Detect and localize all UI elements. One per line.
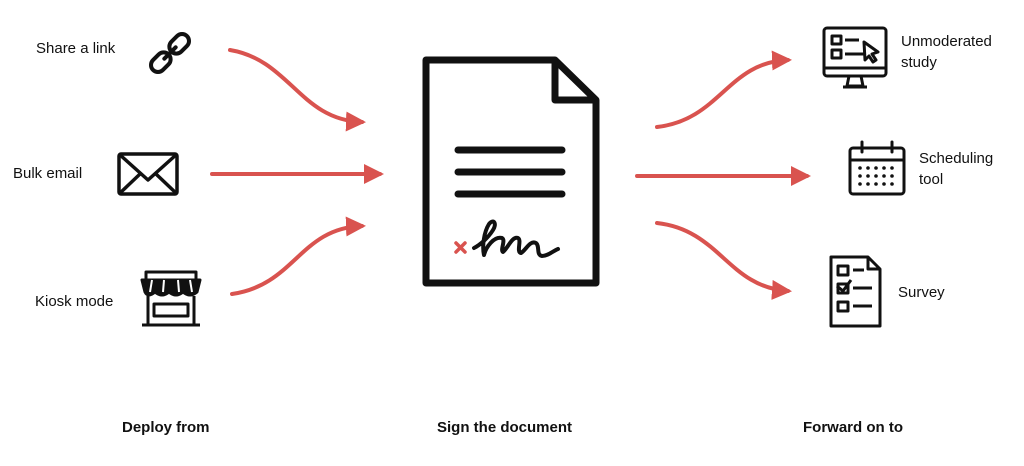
source-label-bulk-email: Bulk email — [13, 165, 83, 182]
signed-document-icon — [422, 56, 600, 287]
source-label-kiosk-mode: Kiosk mode — [35, 293, 114, 310]
arrow-share-to-doc — [228, 48, 366, 132]
destination-label-line2: study — [901, 54, 937, 71]
chain-link-icon — [148, 31, 192, 75]
arrow-doc-to-study — [655, 50, 792, 129]
caption-forward-on-to: Forward on to — [803, 419, 903, 436]
destination-label-line2: tool — [919, 171, 944, 188]
calendar-icon — [848, 140, 906, 196]
caption-sign-the-document: Sign the document — [437, 419, 572, 436]
destination-label-survey: Survey — [898, 284, 945, 301]
destination-label-scheduling-tool: Scheduling tool — [919, 148, 993, 190]
checklist-icon — [829, 255, 882, 328]
envelope-icon — [117, 152, 179, 196]
destination-label-line1: Unmoderated — [901, 33, 992, 50]
monitor-form-icon — [822, 26, 888, 89]
arrow-doc-to-survey — [655, 221, 792, 300]
source-label-share-link: Share a link — [36, 40, 116, 57]
signature-cross-mark — [454, 241, 467, 254]
destination-label-unmoderated-study: Unmoderated study — [901, 31, 992, 73]
arrow-kiosk-to-doc — [230, 216, 366, 296]
signature-scribble — [472, 219, 560, 258]
storefront-kiosk-icon — [140, 270, 202, 327]
destination-label-line1: Scheduling — [919, 150, 994, 167]
caption-deploy-from: Deploy from — [122, 419, 210, 436]
